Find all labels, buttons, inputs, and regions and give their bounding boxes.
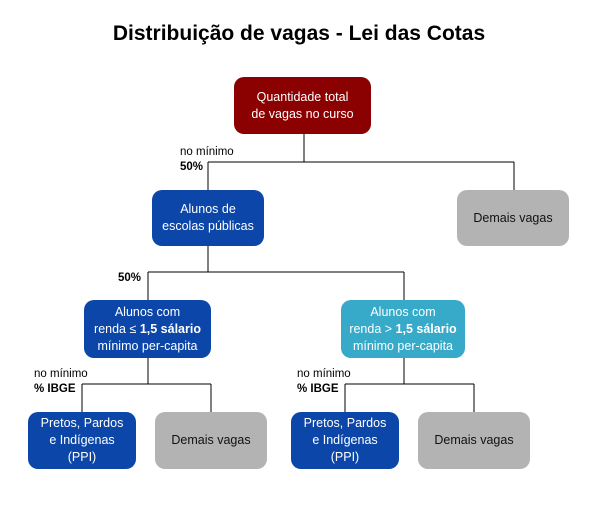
node-line: Alunos com <box>114 304 181 319</box>
node-line: Alunos de <box>180 202 236 216</box>
edge-label-line2: 50% <box>180 161 204 173</box>
node-line: Pretos, Pardos <box>40 416 124 430</box>
node-label: Demais vagas <box>434 433 514 447</box>
node-other-vacancies-top: Demais vagas <box>457 190 569 246</box>
node-line: (PPI) <box>330 450 360 464</box>
node-line: de vagas no curso <box>251 106 354 121</box>
diagram-title: Distribuição de vagas - Lei das Cotas <box>112 22 486 45</box>
node-income-high: Alunos com renda > 1,5 sálario mínimo pe… <box>341 300 465 358</box>
node-line: Pretos, Pardos <box>303 416 387 430</box>
edge-label-line1: 50% <box>118 272 142 284</box>
edge-label-publicas-split: 50% <box>118 271 141 286</box>
node-other-vacancies-left: Demais vagas <box>155 412 267 469</box>
node-line: escolas públicas <box>162 219 254 233</box>
income-threshold: 1,5 sálario <box>139 321 201 336</box>
node-ppi-right: Pretos, Pardos e Indígenas (PPI) <box>291 412 399 469</box>
node-line: Quantidade total <box>256 89 349 104</box>
edge-label-renda-high-split: no mínimo % IBGE <box>297 367 351 397</box>
edge-label-line1: no mínimo <box>34 368 88 380</box>
node-line-income: renda ≤ 1,5 sálario <box>94 321 201 338</box>
node-line: e Indígenas <box>312 433 378 447</box>
node-line: e Indígenas <box>49 433 115 447</box>
node-income-low: Alunos com renda ≤ 1,5 sálario mínimo pe… <box>84 300 211 358</box>
income-prefix: renda > <box>349 321 396 336</box>
node-label: Demais vagas <box>171 433 251 447</box>
edge-label-line1: no mínimo <box>180 146 234 158</box>
node-ppi-left: Pretos, Pardos e Indígenas (PPI) <box>28 412 136 469</box>
node-line: mínimo per-capita <box>352 338 454 353</box>
node-other-vacancies-right: Demais vagas <box>418 412 530 469</box>
node-label: Demais vagas <box>473 210 553 225</box>
node-total-vacancies: Quantidade total de vagas no curso <box>234 77 371 134</box>
edge-label-root-to-publicas: no mínimo 50% <box>180 145 234 175</box>
income-prefix: renda ≤ <box>94 321 140 336</box>
node-line: (PPI) <box>67 450 97 464</box>
node-line: mínimo per-capita <box>97 338 198 353</box>
edge-label-line1: no mínimo <box>297 368 351 380</box>
node-line-income: renda > 1,5 sálario <box>349 321 456 338</box>
node-public-school-students: Alunos de escolas públicas <box>152 190 264 246</box>
edge-label-line2: % IBGE <box>297 383 339 395</box>
income-threshold: 1,5 sálario <box>395 321 457 336</box>
edge-label-renda-low-split: no mínimo % IBGE <box>34 367 88 397</box>
edge-label-line2: % IBGE <box>34 383 76 395</box>
node-line: Alunos com <box>370 304 436 319</box>
